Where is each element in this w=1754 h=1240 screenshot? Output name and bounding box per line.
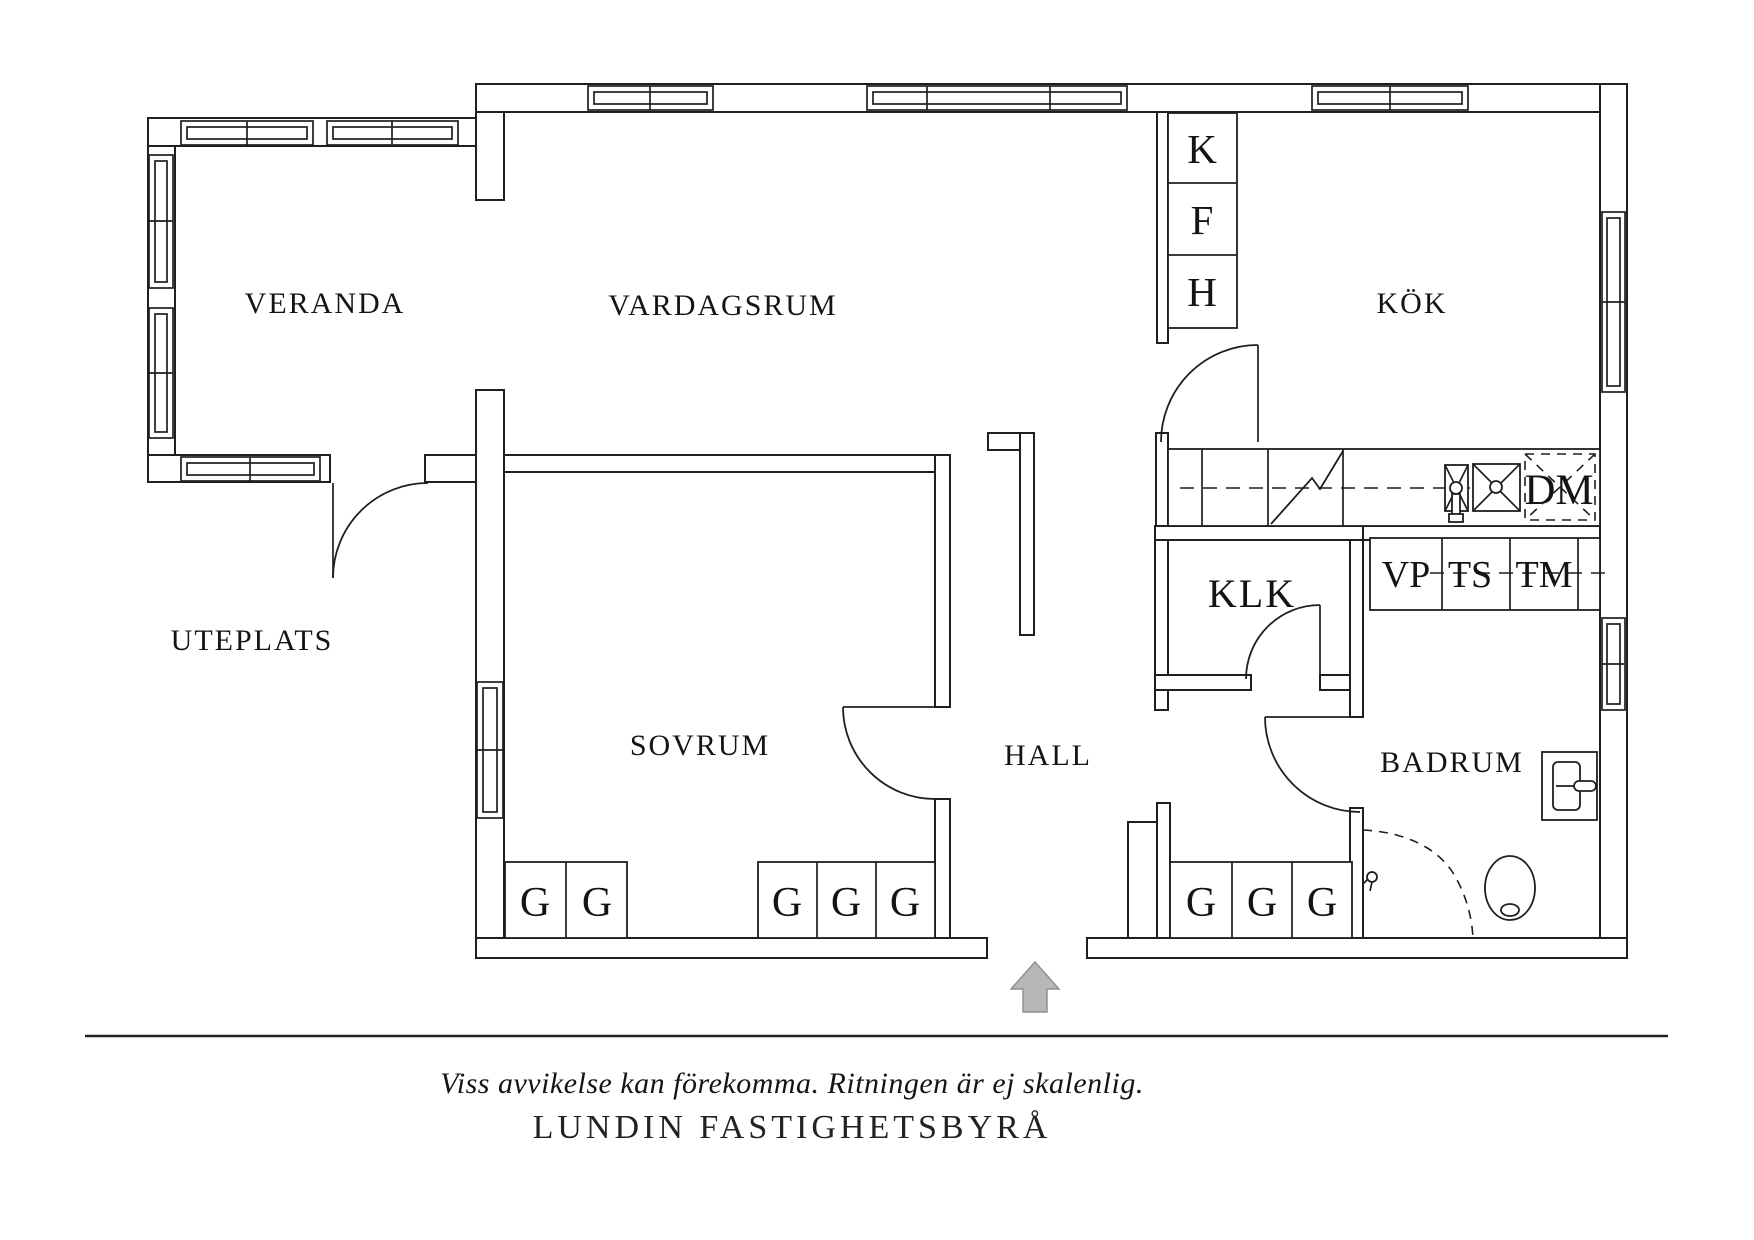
kitchen-door [1160, 344, 1259, 443]
drying-cabinet-label: TS [1448, 554, 1492, 596]
closet-k-label: K [1187, 126, 1217, 172]
toilet-icon [1484, 855, 1536, 921]
wardrobe-row-sovrum-right: G G G [757, 861, 936, 939]
room-label-veranda: VERANDA [245, 287, 406, 320]
wardrobe-row-sovrum-left: G G [504, 861, 628, 939]
room-label-badrum: BADRUM [1380, 746, 1524, 779]
wall-south-left [475, 937, 988, 959]
shower-icon [1362, 829, 1474, 939]
shower-area [1362, 829, 1474, 939]
wall-sovrum-east-lower [934, 798, 951, 939]
wardrobe-label: G [520, 880, 550, 926]
wall-veranda-south-right [424, 454, 479, 483]
wall-west-main [475, 389, 505, 939]
window [1601, 211, 1626, 393]
window [1311, 85, 1469, 111]
room-label-sovrum: SOVRUM [630, 729, 770, 762]
wall-south-right [1086, 937, 1628, 959]
wall-kitchen-stub [1155, 432, 1169, 536]
shower-head-icon [1366, 871, 1378, 883]
sink-basin-icon [1472, 463, 1521, 512]
wardrobe-label: G [1186, 880, 1216, 926]
closet-f-label: F [1191, 197, 1214, 243]
window [180, 120, 314, 146]
footer-disclaimer: Viss avvikelse kan förekomma. Ritningen … [440, 1067, 1144, 1100]
doors [332, 344, 1361, 813]
window [587, 85, 714, 111]
window [148, 307, 174, 439]
wall-badrum-west-upper [1349, 539, 1364, 718]
room-label-uteplats: UTEPLATS [171, 624, 334, 657]
washing-machine-label: TM [1516, 554, 1573, 596]
window [180, 456, 321, 482]
room-label-klk: KLK [1208, 571, 1296, 616]
footer: Viss avvikelse kan förekomma. Ritningen … [85, 1034, 1668, 1146]
wardrobe-row-hall: G G G [1169, 861, 1353, 939]
room-label-kok: KÖK [1377, 287, 1448, 320]
wall-hall-divider [1019, 432, 1035, 636]
dishwasher-label: DM [1524, 467, 1593, 514]
wardrobe-label: G [1247, 880, 1277, 926]
entrance-arrow-icon [1009, 960, 1061, 1013]
room-label-hall: HALL [1004, 739, 1092, 772]
bathroom-fixtures [1362, 751, 1598, 939]
room-label-vardagsrum: VARDAGSRUM [608, 289, 838, 322]
wall-sovrum-north [503, 454, 936, 473]
water-heater-label: VP [1382, 554, 1431, 596]
wall-klk-north [1154, 525, 1364, 541]
window [1601, 617, 1626, 711]
wardrobe-label: G [890, 880, 920, 926]
badrum-door [1264, 716, 1361, 813]
klk-door [1245, 604, 1321, 680]
window [326, 120, 459, 146]
sovrum-door [842, 706, 936, 800]
sink-icon [1444, 464, 1469, 523]
wardrobe-label: G [1307, 880, 1337, 926]
kfh-cabinet: K F H [1167, 112, 1238, 329]
wardrobe-label: G [831, 880, 861, 926]
bathroom-sink-icon [1541, 751, 1598, 821]
window [866, 85, 1128, 111]
wall-kfh-back [1156, 111, 1169, 344]
wardrobe-label: G [582, 880, 612, 926]
footer-agency: LUNDIN FASTIGHETSBYRÅ [533, 1109, 1052, 1146]
stove-icon [1270, 450, 1344, 525]
closet-h-label: H [1187, 269, 1217, 315]
wall-hall-closet-side [1127, 821, 1158, 939]
wall-klk-west [1154, 539, 1169, 711]
wall-klk-south-left [1154, 674, 1252, 691]
wardrobe-label: G [772, 880, 802, 926]
window [476, 681, 504, 819]
windows [148, 85, 1626, 819]
wall-hall-closet-back [1156, 802, 1171, 939]
window [148, 154, 174, 289]
room-labels: VERANDA VARDAGSRUM KÖK UTEPLATS SOVRUM H… [171, 287, 1524, 779]
dishwasher-box: DM [1524, 453, 1596, 521]
veranda-door [332, 482, 429, 579]
wall-sovrum-east-upper [934, 454, 951, 708]
kitchen-counter: DM [1167, 448, 1601, 527]
laundry-units: VP TS TM [1369, 537, 1612, 611]
